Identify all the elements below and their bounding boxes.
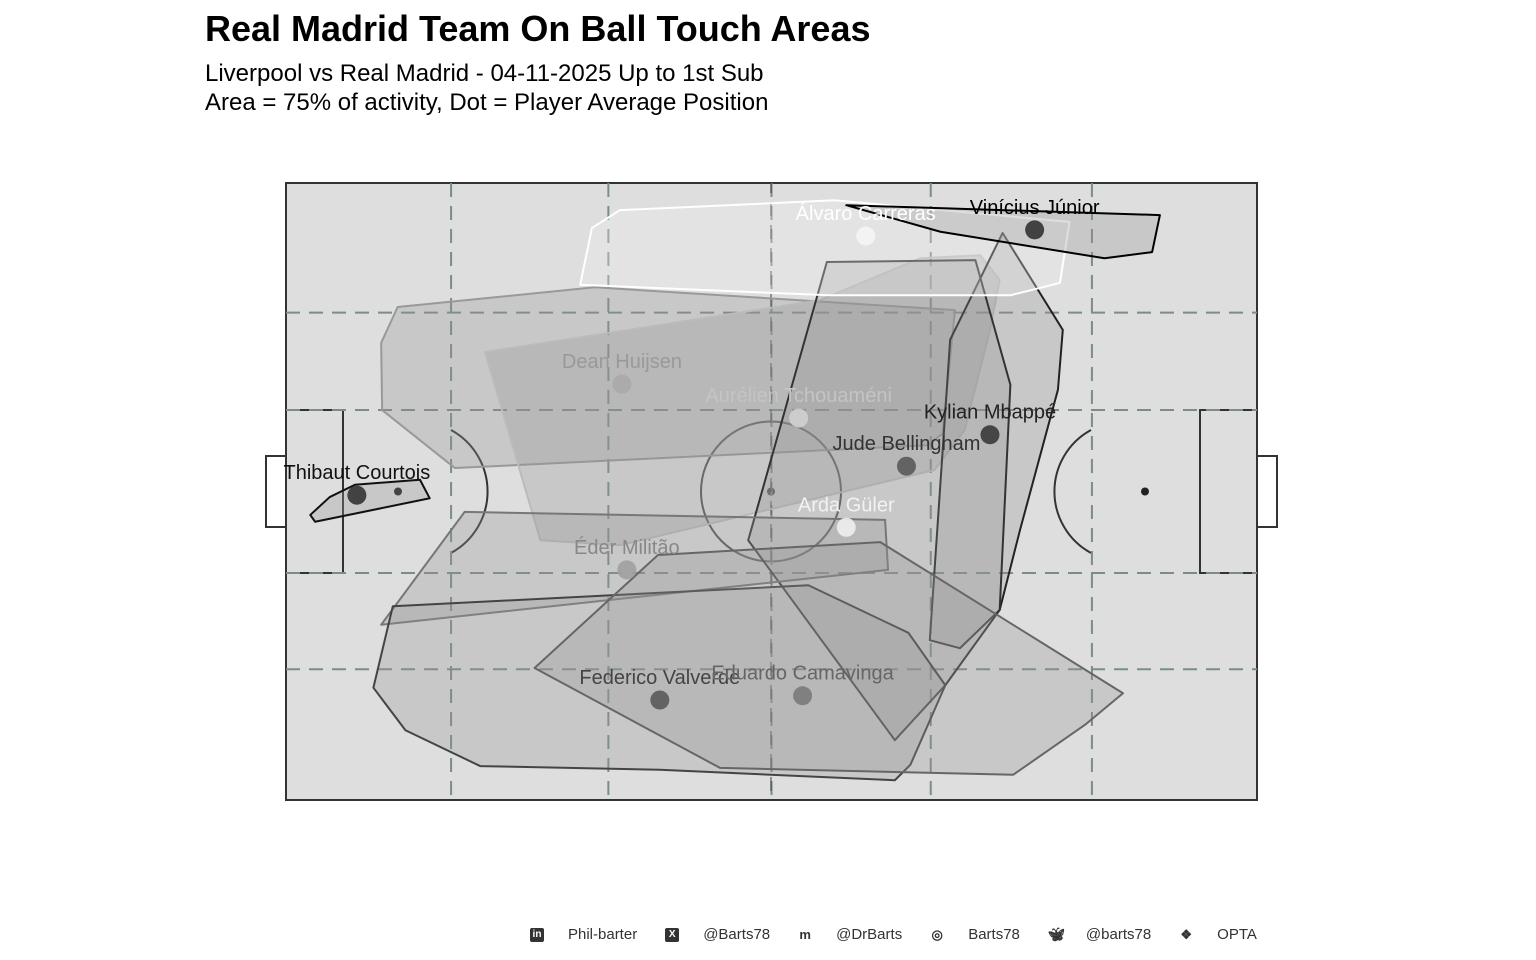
touch-area-polygon [579, 199, 1071, 297]
touch-area-polygon [309, 478, 431, 523]
x-twitter-icon: X [665, 927, 680, 942]
player-average-dot [789, 408, 809, 428]
player-name-label: Eduardo Camavinga [711, 663, 894, 685]
touch-area-polygon [533, 541, 1125, 776]
footer-mastodon-text: @DrBarts [836, 926, 903, 943]
player-average-dot [650, 690, 670, 710]
touch-area-polygon [484, 254, 1001, 547]
linkedin-icon: in [530, 927, 544, 942]
footer-linkedin-text: Phil-barter [568, 926, 638, 943]
footer-credits: in Phil-barter X @Barts78 m @DrBarts ◎ B… [530, 926, 1285, 943]
player-average-dot [617, 560, 637, 580]
player-name-label: Kylian Mbappé [924, 402, 1056, 424]
touch-area-polygon [845, 204, 1161, 260]
touch-area-polygon [380, 286, 957, 470]
player-name-label: Éder Militão [574, 536, 680, 559]
chart-title: Real Madrid Team On Ball Touch Areas [205, 8, 871, 49]
player-average-dot [856, 226, 876, 246]
player-average-dot [1025, 220, 1045, 240]
github-icon: ◎ [931, 926, 943, 942]
player-name-label: Álvaro Carreras [796, 202, 936, 225]
player-name-label: Vinícius Júnior [970, 197, 1100, 219]
footer-github-text: Barts78 [968, 926, 1020, 943]
dropbox-icon: ❖ [1180, 926, 1192, 942]
player-average-dot [980, 425, 1000, 445]
footer-bluesky-text: @barts78 [1085, 926, 1152, 943]
right-goal [1256, 455, 1278, 528]
left-penalty-spot [394, 487, 402, 496]
player-name-label: Aurélien Tchouaméni [705, 385, 891, 407]
chart-subtitle: Liverpool vs Real Madrid - 04-11-2025 Up… [205, 60, 764, 87]
player-average-dot [347, 485, 367, 505]
player-name-label: Thibaut Courtois [284, 462, 431, 484]
player-name-label: Dean Huijsen [562, 351, 682, 373]
right-penalty-arc [1053, 429, 1092, 554]
player-name-label: Federico Valverde [579, 667, 740, 689]
touch-area-polygon [747, 259, 1012, 742]
touch-area-polygon [372, 584, 947, 782]
left-penalty-arc [450, 429, 489, 554]
chart-caption: Area = 75% of activity, Dot = Player Ave… [205, 89, 769, 116]
player-average-dot [612, 374, 632, 394]
player-average-dot [896, 456, 916, 476]
footer-source-text: OPTA [1217, 926, 1257, 943]
right-penalty-spot [1141, 487, 1149, 496]
footer-x-text: @Barts78 [703, 926, 771, 943]
bluesky-icon: 🦋︎ [1047, 926, 1065, 942]
player-name-label: Arda Güler [798, 494, 895, 516]
left-goal [265, 455, 287, 528]
player-average-dot [836, 517, 856, 537]
player-average-dot [793, 686, 813, 706]
player-name-label: Jude Bellingham [833, 433, 981, 455]
mastodon-icon: m [799, 926, 811, 942]
